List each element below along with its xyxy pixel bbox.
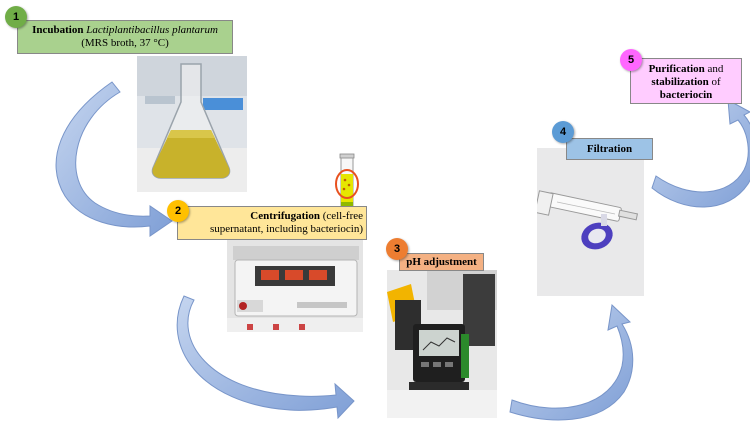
flask-photo [137, 56, 247, 192]
step-3-label: pH adjustment [399, 253, 484, 271]
step-5-label: Purification and stabilization of bacter… [630, 58, 742, 104]
arrow-4-to-5 [651, 99, 750, 208]
arrow-2-to-3 [176, 295, 355, 420]
ph-meter-photo [387, 270, 497, 418]
step-5-title-a: Purification [648, 63, 705, 75]
step-4-label: Filtration [566, 138, 653, 160]
step-5-title-c: stabilization [651, 76, 709, 88]
step-2-detail-b: supernatant, including bacteriocin) [209, 223, 363, 235]
step-4-badge: 4 [552, 121, 574, 143]
step-5-title-d: of [708, 76, 721, 88]
step-1-badge: 1 [5, 6, 27, 28]
step-2-title: Centrifugation [250, 210, 320, 222]
step-3-badge: 3 [386, 238, 408, 260]
arrow-1-to-2 [55, 81, 173, 237]
arrow-3-to-4 [509, 303, 634, 421]
step-2-detail-a: (cell-free [319, 210, 363, 222]
step-1-organism: Lactiplantibacillus plantarum [86, 24, 218, 36]
step-5-badge: 5 [620, 49, 642, 71]
step-3-title: pH adjustment [406, 256, 477, 268]
step-5-title-e: bacteriocin [659, 89, 713, 101]
step-4-title: Filtration [586, 143, 633, 155]
step-1-label: Incubation Lactiplantibacillus plantarum… [17, 20, 233, 54]
centrifuge-photo [227, 240, 363, 332]
step-1-title: Incubation [32, 24, 84, 36]
syringe-filter-photo [537, 148, 644, 296]
step-2-badge: 2 [167, 200, 189, 222]
step-1-detail: (MRS broth, 37 °C) [81, 37, 169, 49]
step-5-title-b: and [704, 63, 724, 75]
step-2-label: Centrifugation (cell-free supernatant, i… [177, 206, 367, 240]
